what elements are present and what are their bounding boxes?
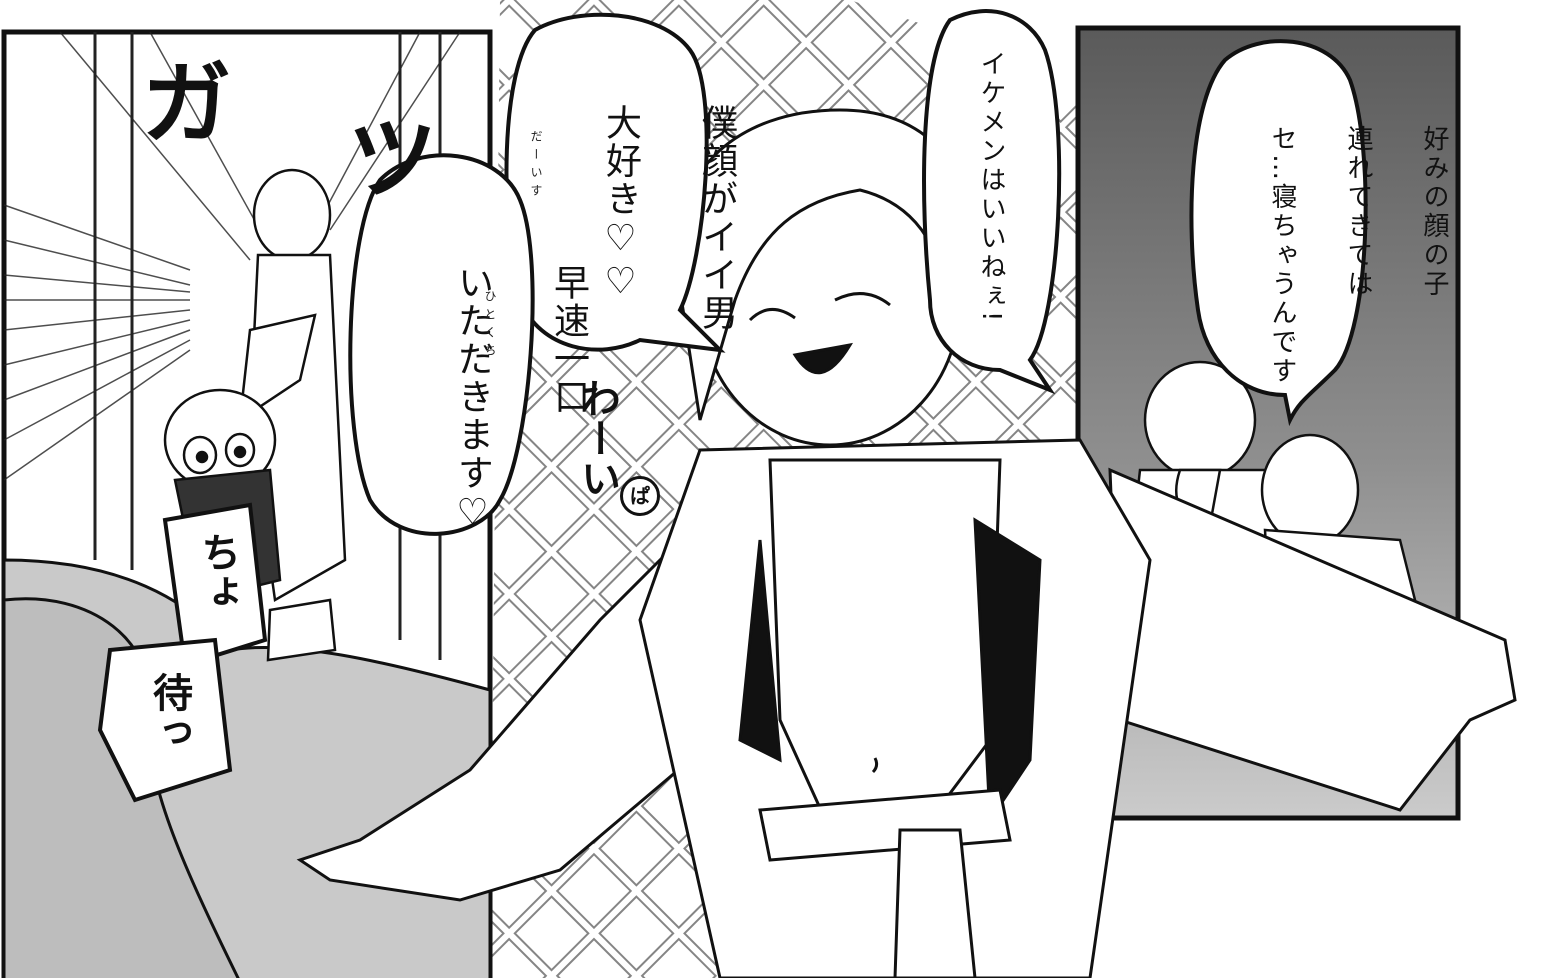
caption-matte: 待っ [146, 672, 192, 752]
bubble-right [1189, 39, 1368, 427]
speech-bubbles [348, 9, 1368, 536]
bubble-right-line-1: 好みの顔の子 [1419, 125, 1449, 300]
caption-cho: ちょ [194, 532, 240, 612]
main-character [296, 108, 1517, 978]
ruby-daisuki: だーいす [529, 130, 543, 202]
bubble-right-line-2: 連れてきては [1343, 125, 1373, 300]
ruby-hitokuchi: ひとくち [483, 290, 497, 362]
sfx-waai: わーい [574, 378, 620, 498]
bubble-center-text: イケメンはいいねぇ! [976, 50, 1006, 325]
bubble-right-text: 好みの顔の子 連れてきては セ…寝ちゃうんです [1225, 80, 1491, 386]
bubble-center [922, 9, 1062, 395]
bubble-top-line-1: 僕顔がイイ男 [696, 103, 737, 332]
bubble-lower-middle [348, 153, 535, 536]
sfx-circle-mark: ぱ [620, 476, 660, 516]
bubble-top-line-2: 大好き♡♡ [600, 103, 641, 304]
sfx-tsu: ツ [331, 110, 438, 196]
bubble-right-line-3: セ…寝ちゃうんです [1267, 125, 1297, 387]
bubble-lower-line-2: いただきます♡ [452, 263, 493, 535]
bubble-lower-line-1: 早速一口 [548, 263, 589, 416]
bubble-top-text: 僕顔がイイ男 大好き♡♡ [548, 50, 788, 332]
bubble-lower-text: 早速一口 いただきます♡ [400, 210, 640, 535]
sfx-ga: ガ [125, 55, 232, 141]
